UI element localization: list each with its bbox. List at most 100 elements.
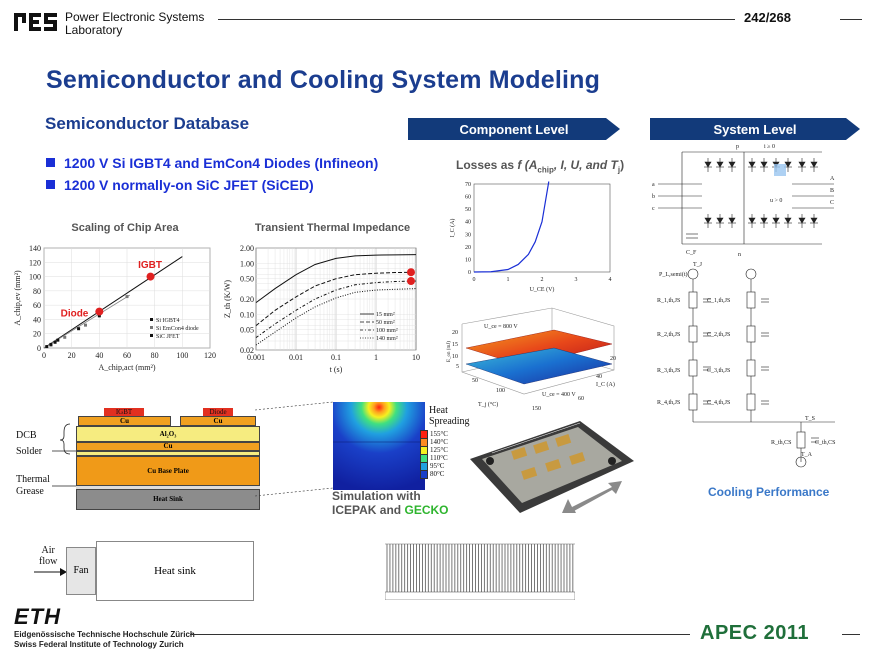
- svg-text:R_1,th,JS: R_1,th,JS: [657, 298, 680, 304]
- apec-year: 2011: [763, 622, 810, 644]
- loss-curve: [473, 181, 550, 273]
- eth-line1: Eidgenössische Technische Hochschule Zür…: [14, 630, 195, 639]
- zth-y-tick: 1.00: [240, 259, 254, 268]
- svg-text:10: 10: [452, 354, 458, 360]
- chip-x-tick: 40: [95, 351, 103, 360]
- zth-legend-item: 100 mm²: [376, 328, 398, 334]
- chip-legend-marker: [150, 318, 153, 321]
- loss-y-tick: 0: [468, 270, 471, 276]
- chip-area-title: Scaling of Chip Area: [71, 222, 179, 234]
- label-u800: U_ce = 800 V: [484, 324, 518, 330]
- temp-value: 125°C: [430, 446, 448, 454]
- losses-title-prefix: Losses as: [456, 158, 515, 172]
- zth-x-tick: 0.001: [247, 353, 265, 362]
- diode-marker: [95, 307, 104, 316]
- chip-point-si-igbt4: [56, 338, 60, 342]
- zth-legend-item: 50 mm²: [376, 320, 395, 326]
- resistor: [688, 325, 698, 343]
- header-rule-right: [840, 19, 862, 20]
- svg-text:40: 40: [596, 374, 602, 380]
- svg-text:C_4,th,JS: C_4,th,JS: [707, 400, 730, 406]
- lab-line2: Laboratory: [65, 23, 123, 37]
- air-label-1: Air: [41, 545, 55, 556]
- zth-y-tick: 2.00: [240, 244, 254, 253]
- igbt-chip: IGBT: [104, 408, 144, 416]
- solder-layer: [76, 451, 260, 456]
- losses-title-formula: f (A: [517, 158, 538, 172]
- apec-text: APEC: [700, 622, 758, 644]
- heat-sink-fins: [385, 543, 575, 600]
- resistor: [688, 291, 698, 309]
- svg-text:R_2,th,JS: R_2,th,JS: [657, 332, 680, 338]
- label-e: E_on (mJ): [447, 341, 452, 362]
- lab-line1: Power Electronic Systems: [65, 10, 205, 24]
- chip-x-tick: 60: [123, 351, 131, 360]
- zth-legend-item: 15 mm²: [376, 312, 395, 318]
- temp-value: 140°C: [430, 438, 448, 446]
- chip-point-sic-jfet: [45, 345, 49, 349]
- svg-text:C_F: C_F: [686, 250, 697, 256]
- svg-text:R_3,th,JS: R_3,th,JS: [657, 368, 680, 374]
- chip-x-tick: 100: [176, 351, 188, 360]
- cu-bottom-label: Cu: [163, 442, 173, 450]
- svg-text:100: 100: [496, 388, 505, 394]
- svg-text:R_th,CS: R_th,CS: [771, 440, 792, 446]
- diode-chip-label: Diode: [209, 408, 227, 416]
- heat-label-1: Heat: [429, 405, 448, 416]
- resistor: [746, 393, 756, 411]
- resistor: [746, 359, 756, 377]
- svg-text:n: n: [738, 252, 741, 258]
- chip-point-sic-jfet: [49, 342, 53, 346]
- loss-y-tick: 30: [465, 232, 471, 238]
- svg-text:R_4,th,JS: R_4,th,JS: [657, 400, 680, 406]
- stack-label-solder: Solder: [16, 446, 43, 457]
- temp-legend-item: 80°C: [420, 469, 448, 479]
- diode-icon: [704, 217, 712, 224]
- chip-legend-item: SiC JFET: [156, 334, 180, 340]
- losses-title-chip: chip: [537, 165, 554, 175]
- zth-x-tick: 10: [412, 353, 420, 362]
- diode-icon: [760, 161, 768, 168]
- power-source-icon: [745, 268, 757, 280]
- chip-point-si-emcon4-diode: [84, 323, 87, 327]
- temp-swatch: [420, 469, 428, 479]
- igbt-marker: [146, 272, 155, 281]
- temp-value: 155°C: [430, 430, 448, 438]
- resistor-cs: [796, 431, 806, 449]
- resistor: [688, 393, 698, 411]
- chip-y-tick: 100: [29, 273, 41, 282]
- label-tj: T_j (°C): [478, 401, 498, 408]
- simulation-caption: Simulation with ICEPAK and GECKO: [332, 489, 449, 517]
- heat-sink-label: Heat Sink: [153, 495, 183, 503]
- apec-logo: APEC 2011: [700, 622, 809, 645]
- fin-base: [385, 591, 575, 600]
- chip-y-label: A_chip,ev (mm²): [13, 270, 22, 326]
- system-level-label: System Level: [713, 121, 797, 137]
- zth-y-tick: 0.02: [240, 346, 254, 355]
- temp-value: 95°C: [430, 462, 445, 470]
- resistor: [746, 325, 756, 343]
- resistor: [688, 359, 698, 377]
- stack-label-dcb: DCB: [16, 430, 37, 441]
- loss-x-tick: 3: [575, 277, 578, 283]
- svg-text:150: 150: [532, 406, 541, 412]
- diode-icon: [810, 161, 818, 168]
- chip-point-si-igbt4: [77, 327, 81, 331]
- svg-text:5: 5: [456, 364, 459, 370]
- heat-sink-box-label: Heat sink: [154, 565, 196, 577]
- bullet-2-text: 1200 V normally-on SiC JFET (SiCED): [64, 177, 314, 193]
- chip-y-tick: 140: [29, 244, 41, 253]
- zth-x-tick: 1: [374, 353, 378, 362]
- zth-series-line: [255, 288, 417, 346]
- zth-series-line: [255, 280, 417, 339]
- svg-text:p: p: [736, 144, 739, 150]
- stack-label-grease: Grease: [16, 486, 44, 497]
- zth-igbt-marker: [407, 277, 416, 286]
- pes-logo: [14, 9, 58, 35]
- svg-text:T_S: T_S: [805, 416, 815, 422]
- cu-pad-right-label: Cu: [213, 417, 223, 425]
